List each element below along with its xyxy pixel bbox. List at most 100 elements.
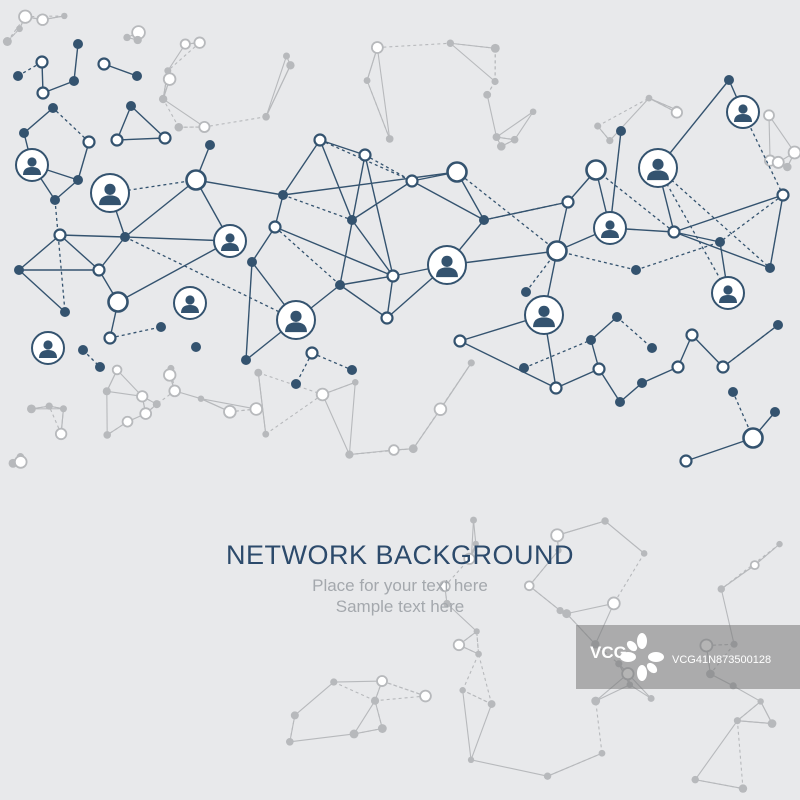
network-link: [54, 179, 79, 201]
person-avatar-icon: [524, 295, 564, 335]
background-link: [557, 520, 606, 536]
background-link: [333, 680, 383, 683]
background-link: [768, 115, 771, 161]
avatar-body: [39, 350, 57, 358]
network-node: [291, 379, 301, 389]
background-node: [467, 359, 475, 367]
background-node: [473, 628, 480, 635]
network-link-dashed: [456, 171, 558, 252]
background-link-dashed: [349, 448, 414, 456]
network-node: [647, 343, 657, 353]
network-link-dashed: [109, 326, 162, 339]
foreground-network: [13, 39, 790, 468]
network-node-ring: [546, 240, 568, 262]
background-node: [733, 717, 741, 725]
avatar-body: [436, 267, 458, 278]
network-node-ring: [405, 174, 419, 188]
person-avatar-icon: [638, 148, 678, 188]
avatar-body: [734, 114, 752, 122]
network-link: [590, 316, 618, 341]
person-avatar-icon: [276, 300, 316, 340]
background-link: [470, 759, 548, 777]
network-link: [116, 137, 166, 141]
background-node: [262, 112, 270, 121]
network-link: [351, 180, 413, 221]
background-node: [45, 402, 53, 410]
background-link-dashed: [478, 653, 493, 705]
background-node-ring: [376, 675, 388, 687]
background-link: [472, 519, 477, 544]
network-link-dashed: [719, 194, 784, 243]
background-node: [475, 650, 482, 658]
background-node: [345, 450, 354, 459]
background-node: [510, 135, 519, 144]
background-node-ring: [315, 387, 330, 402]
network-node: [521, 287, 531, 297]
avatar-group: [15, 95, 760, 365]
network-link: [251, 226, 276, 263]
background-link: [528, 585, 561, 612]
network-link: [282, 171, 458, 196]
background-link: [754, 543, 780, 566]
avatar-head: [605, 220, 615, 230]
network-node-ring: [561, 195, 575, 209]
network-link: [98, 236, 126, 271]
network-node-ring: [742, 427, 764, 449]
background-link: [439, 362, 472, 410]
watermark-logo: VCG: [590, 643, 627, 662]
background-node: [16, 25, 23, 33]
network-link: [195, 179, 284, 196]
avatar-body: [221, 243, 239, 251]
network-node: [612, 312, 622, 322]
background-node-ring: [168, 384, 181, 398]
person-avatar-icon: [15, 148, 49, 182]
background-link-dashed: [462, 689, 492, 705]
background-node-ring: [163, 368, 177, 382]
background-link-dashed: [167, 42, 201, 72]
network-node: [50, 195, 60, 205]
background-node: [102, 387, 111, 396]
network-node-ring: [35, 55, 49, 69]
background-node: [645, 94, 653, 102]
background-link: [694, 720, 738, 780]
network-link-dashed: [311, 352, 353, 371]
background-node: [767, 719, 777, 728]
network-link: [124, 236, 231, 242]
avatar-head: [225, 233, 235, 243]
background-link-dashed: [229, 408, 257, 413]
background-link-dashed: [162, 98, 180, 128]
network-node: [132, 71, 142, 81]
person-avatar-icon: [593, 211, 627, 245]
background-node: [59, 405, 67, 413]
background-node: [254, 368, 263, 377]
background-link: [265, 55, 288, 117]
background-node-ring: [550, 528, 565, 543]
background-node: [174, 122, 184, 132]
network-node-ring: [667, 225, 681, 239]
background-node-ring: [787, 145, 800, 160]
network-node-ring: [549, 381, 563, 395]
network-node-ring: [592, 362, 606, 376]
network-node-ring: [110, 133, 124, 147]
background-link: [348, 382, 356, 455]
avatar-head: [738, 104, 748, 114]
network-link: [73, 43, 79, 82]
background-link: [449, 42, 496, 82]
network-node-ring: [671, 360, 685, 374]
network-node-ring: [92, 263, 106, 277]
avatar-head: [104, 183, 116, 195]
network-node-ring: [776, 188, 790, 202]
network-node: [95, 362, 105, 372]
background-node: [640, 550, 648, 557]
background-node-ring: [36, 13, 49, 26]
background-node: [470, 516, 477, 524]
network-link: [117, 240, 231, 303]
network-node: [48, 103, 58, 113]
network-link: [282, 139, 321, 196]
background-node: [601, 517, 609, 525]
network-node-ring: [446, 161, 468, 183]
background-link-dashed: [377, 42, 451, 49]
network-link: [673, 194, 784, 233]
background-node: [152, 400, 161, 409]
